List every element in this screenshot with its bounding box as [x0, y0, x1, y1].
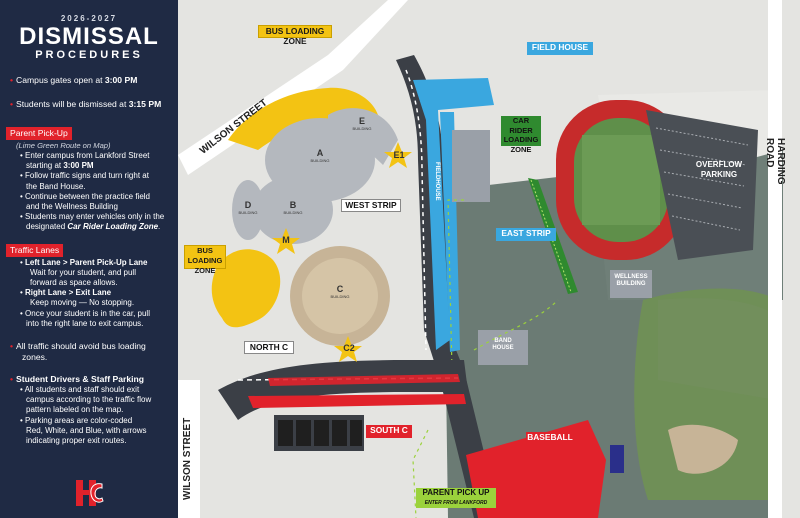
school-year: 2026-2027 [60, 14, 118, 23]
star-c2-icon [334, 336, 362, 362]
avoid-bus-item: •All traffic should avoid bus loading [10, 341, 146, 352]
parent-route-note: (Lime Green Route on Map) [16, 141, 111, 150]
traffic-lanes-tag: Traffic Lanes [6, 243, 64, 257]
star-m-label: M [282, 235, 290, 245]
star-m-icon [272, 228, 300, 254]
parent-step-1: • Enter campus from Lankford Street [20, 151, 150, 160]
star-e1-label: E1 [393, 150, 405, 160]
procedures-panel: 2026-2027 DISMISSAL PROCEDURES •Campus g… [0, 0, 178, 518]
baseball-label: BASEBALL [526, 432, 574, 445]
panel-title: DISMISSAL [19, 23, 159, 50]
right-lane-item: • Right Lane > Exit Lane [20, 288, 112, 298]
parent-step-4: • Students may enter vehicles only in th… [20, 212, 165, 222]
wilson-street-bottom-label: WILSON STREET [182, 417, 193, 500]
harding-road-label: HARDING ROAD [764, 138, 786, 185]
panel-subtitle: PROCEDURES [35, 49, 143, 61]
parent-step-2: • Follow traffic signs and turn right at [20, 171, 149, 181]
left-lane-item: • Left Lane > Parent Pick-Up Lane [20, 257, 148, 267]
drivers-item: •Student Drivers & Staff Parking [10, 374, 144, 385]
map-drawing [178, 0, 800, 518]
parent-step-3: • Continue between the practice field [20, 191, 150, 201]
east-strip-label: EAST STRIP [496, 228, 556, 241]
once-item: • Once your student is in the car, pull [20, 308, 150, 318]
gates-open-item: •Campus gates open at 3:00 PM [10, 75, 138, 85]
fieldhouse-vertical-label: FIELDHOUSE [434, 162, 440, 201]
star-e1-icon [384, 142, 412, 168]
dugout-blue [610, 445, 624, 473]
school-logo-icon [76, 480, 104, 506]
dismiss-time-item: •Students will be dismissed at 3:15 PM [10, 99, 162, 109]
south-c-label: SOUTH C [366, 425, 412, 438]
star-c2-label: C2 [343, 343, 355, 353]
parent-pickup-tag: Parent Pick-Up [6, 127, 72, 140]
west-strip-label: WEST STRIP [341, 199, 401, 212]
bus-zone-top-label: BUS LOADING ZONE [258, 25, 332, 46]
field-house-label: FIELD HOUSE [527, 42, 593, 55]
north-c-label: NORTH C [244, 341, 294, 354]
